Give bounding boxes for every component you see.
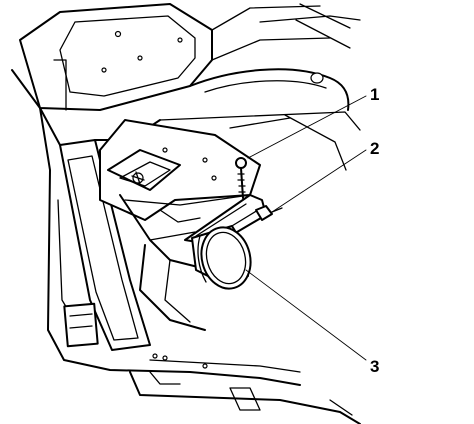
- callout-label-3: 3: [370, 357, 379, 376]
- frame-hole-4: [101, 67, 107, 73]
- door-frame: [19, 3, 213, 111]
- bracket-hole-3: [211, 175, 217, 181]
- callout-label-1: 1: [370, 85, 379, 104]
- wheelhouse-panel: [159, 68, 361, 171]
- bracket-hole-1: [162, 147, 168, 153]
- frame-hole-3: [177, 37, 183, 43]
- callout-label-2: 2: [370, 139, 379, 158]
- sill-hole-3: [202, 363, 208, 369]
- speaker-module: [191, 225, 252, 290]
- frame-hole-2: [137, 55, 143, 61]
- speaker-face: [200, 226, 252, 290]
- trim-bracket: [63, 302, 99, 348]
- body-side-trim: [11, 69, 301, 386]
- frame-hole-1: [114, 30, 122, 38]
- floor-sill: [129, 353, 361, 424]
- leader-2: [271, 149, 367, 213]
- sill-hole-2: [162, 355, 168, 361]
- sill-hole-1: [152, 353, 158, 359]
- bolt: [235, 157, 247, 199]
- roof-panel: [211, 3, 361, 61]
- leader-3: [245, 269, 367, 361]
- bracket-hole-2: [202, 157, 208, 163]
- wheelhouse-hole: [310, 72, 324, 84]
- callout-leaders: [245, 95, 367, 361]
- leader-1: [247, 95, 367, 159]
